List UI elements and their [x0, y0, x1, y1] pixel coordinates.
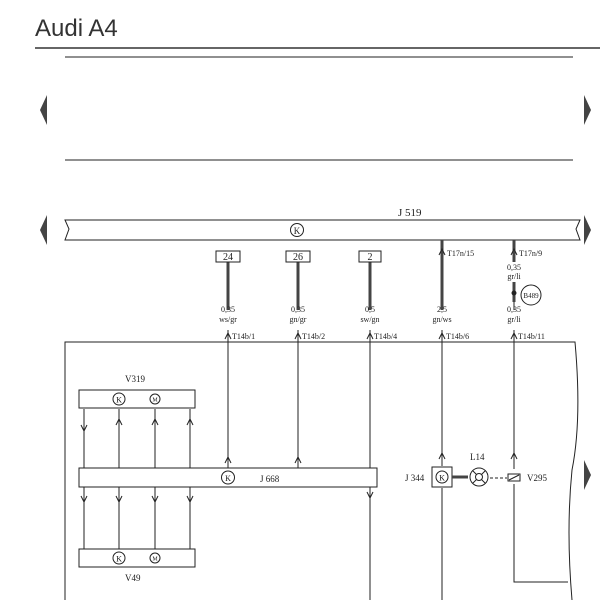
- j344-label: J 344: [405, 473, 425, 483]
- bus-right-arrow-icon[interactable]: [584, 215, 591, 245]
- connector-26-label: 26: [293, 252, 303, 263]
- arrow-v49-4: [186, 495, 194, 504]
- svg-text:M: M: [152, 557, 158, 563]
- j668-k-icon: K: [221, 470, 235, 485]
- arrow-w2: [294, 331, 302, 340]
- arrow-v319-4: [186, 417, 194, 426]
- j519-k-icon: K: [290, 223, 304, 237]
- j668-label: J 668: [260, 474, 280, 484]
- bus-left-arrow-icon[interactable]: [40, 215, 47, 245]
- l14-label: L14: [470, 452, 485, 462]
- w5-color: gr/li: [507, 315, 521, 324]
- module-outline: [64, 341, 579, 600]
- svg-text:K: K: [439, 474, 445, 483]
- arrow-w1: [224, 331, 232, 340]
- connector-24-box: [215, 250, 241, 263]
- j519-label: J 519: [398, 207, 422, 219]
- title-divider: [35, 47, 600, 49]
- connector-26-box: [285, 250, 311, 263]
- arrow-v295: [510, 451, 518, 460]
- b489-splice-dot: [511, 290, 517, 296]
- v49-label: V49: [125, 573, 141, 583]
- connector-2-box: [358, 250, 382, 263]
- v319-label: V319: [125, 374, 145, 384]
- w2-pin: T14b/2: [302, 332, 325, 341]
- w3-color: sw/gn: [360, 315, 379, 324]
- prev-arrow-icon[interactable]: [40, 95, 47, 125]
- arrow-j668-1: [224, 455, 232, 464]
- arrow-v49-2: [115, 495, 123, 504]
- wire-5-tail: [513, 484, 568, 583]
- j344-k-icon: K: [435, 470, 449, 484]
- w4-pin: T14b/6: [446, 332, 469, 341]
- arrow-v319-1: [80, 424, 88, 433]
- arrow-v319-2: [115, 417, 123, 426]
- w5-pin: T14b/11: [518, 332, 545, 341]
- next-arrow-icon[interactable]: [584, 95, 591, 125]
- svg-text:M: M: [152, 398, 158, 404]
- w2-color: gn/gr: [290, 315, 307, 324]
- w4-size: 2,5: [437, 305, 447, 314]
- sensor-icon: [507, 473, 521, 482]
- svg-text:K: K: [294, 226, 301, 236]
- lamp-icon: [469, 467, 489, 487]
- v295-label: V295: [527, 473, 547, 483]
- v319-m-icon: M: [149, 393, 161, 405]
- module-right-arrow-icon[interactable]: [584, 460, 591, 490]
- arrow-j344: [438, 451, 446, 460]
- w2-size: 0,35: [291, 305, 305, 314]
- w1-color: ws/gr: [219, 315, 237, 324]
- svg-text:K: K: [116, 396, 122, 405]
- w5-upper-color: gr/li: [507, 272, 521, 281]
- w1-pin: T14b/1: [232, 332, 255, 341]
- v49-m-icon: M: [149, 552, 161, 564]
- arrow-j668-3: [366, 491, 374, 500]
- b489-label: B489: [523, 292, 539, 300]
- w5-upper-size: 0,35: [507, 263, 521, 272]
- w3-pin: T14b/4: [374, 332, 397, 341]
- arrow-v49-3: [151, 495, 159, 504]
- arrow-w4: [438, 331, 446, 340]
- w1-size: 0,35: [221, 305, 235, 314]
- w3-size: 0,5: [365, 305, 375, 314]
- arrow-w5: [510, 331, 518, 340]
- b489-icon: B489: [520, 284, 542, 306]
- t17n15-label: T17n/15: [447, 249, 474, 258]
- arrow-v49-1: [80, 495, 88, 504]
- svg-text:K: K: [116, 555, 122, 564]
- t17n9-label: T17n/9: [519, 249, 542, 258]
- connector-2-label: 2: [368, 252, 373, 263]
- v319-k-icon: K: [112, 392, 126, 406]
- arrow-w5-top: [510, 247, 518, 256]
- w4-color: gn/ws: [432, 315, 451, 324]
- arrow-v319-3: [151, 417, 159, 426]
- j519-bus-bar: [64, 219, 581, 241]
- v319-box: [78, 389, 196, 409]
- arrow-w3: [366, 331, 374, 340]
- w5-size: 0,35: [507, 305, 521, 314]
- v49-k-icon: K: [112, 551, 126, 565]
- arrow-w4-top: [438, 247, 446, 256]
- v49-box: [78, 548, 196, 568]
- page-title: Audi A4: [35, 15, 118, 42]
- arrow-j668-2: [294, 455, 302, 464]
- connector-24-label: 24: [223, 252, 233, 263]
- svg-text:K: K: [225, 474, 231, 483]
